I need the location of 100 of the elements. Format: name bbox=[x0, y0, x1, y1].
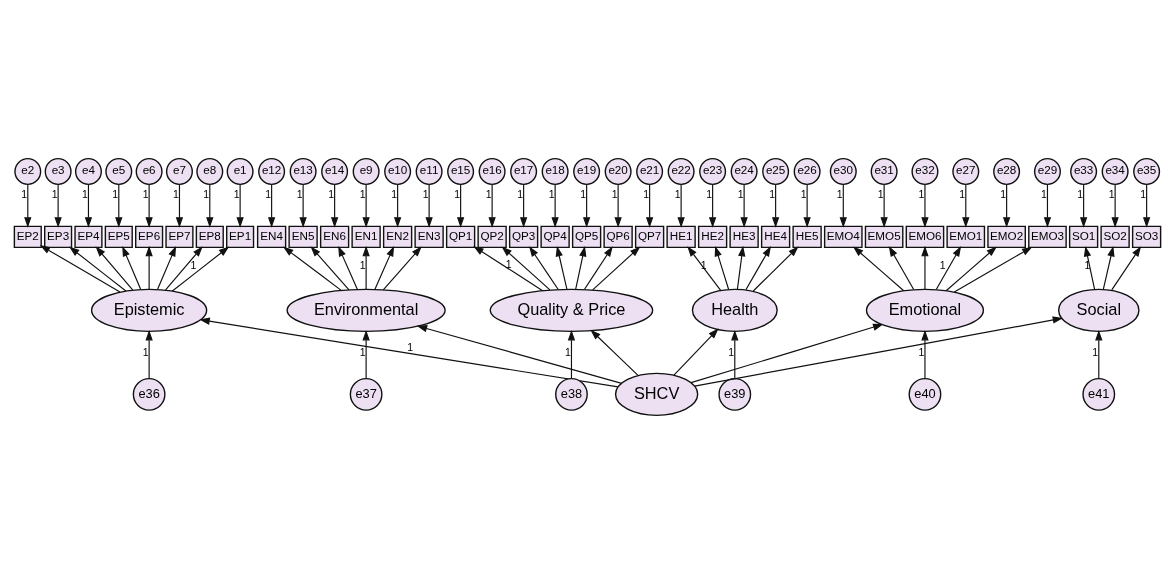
arrow bbox=[199, 317, 619, 388]
arrow bbox=[771, 184, 780, 228]
arrow bbox=[1079, 184, 1088, 228]
edge-label: 1 bbox=[173, 187, 179, 200]
node-circle: e7 bbox=[165, 157, 193, 186]
node-circle: e36 bbox=[132, 377, 166, 411]
arrow bbox=[362, 329, 370, 379]
node-box: EP8 bbox=[195, 225, 224, 249]
edge-label: 1 bbox=[505, 257, 512, 270]
edge-label: 1 bbox=[1041, 187, 1047, 200]
node-box: SO2 bbox=[1100, 225, 1130, 249]
arrow bbox=[590, 329, 639, 376]
edge-label: 1 bbox=[142, 345, 149, 358]
node-box: QP1 bbox=[445, 225, 476, 249]
node-ellipse: Epistemic bbox=[90, 288, 208, 333]
edge-label: 1 bbox=[485, 187, 492, 200]
arrow bbox=[84, 184, 93, 228]
arrow bbox=[330, 184, 339, 228]
node-box: HE4 bbox=[760, 225, 791, 249]
node-box: EN6 bbox=[319, 225, 350, 249]
node-ellipse: Quality & Price bbox=[489, 288, 654, 333]
node-circle: e11 bbox=[415, 157, 443, 186]
edge-label: 1 bbox=[918, 187, 925, 200]
node-box: QP5 bbox=[571, 225, 602, 249]
arrow bbox=[582, 184, 591, 228]
arrow bbox=[1043, 184, 1052, 228]
arrow bbox=[645, 184, 654, 228]
node-box: EN2 bbox=[382, 225, 413, 249]
edge-label: 1 bbox=[565, 345, 571, 358]
node-box: EP2 bbox=[13, 225, 42, 249]
arrow bbox=[708, 184, 717, 228]
arrow bbox=[95, 246, 134, 291]
arrow bbox=[583, 246, 613, 290]
arrow bbox=[282, 246, 342, 291]
edge-label: 1 bbox=[836, 187, 843, 200]
node-circle: e6 bbox=[135, 157, 163, 186]
node-box: EP4 bbox=[74, 225, 103, 249]
arrow bbox=[921, 329, 929, 379]
arrow bbox=[687, 246, 722, 291]
arrow bbox=[338, 246, 358, 290]
edge-label: 1 bbox=[265, 187, 272, 200]
arrow bbox=[362, 245, 370, 290]
arrow bbox=[614, 184, 622, 228]
arrow bbox=[393, 184, 402, 228]
edge-label: 1 bbox=[918, 345, 925, 358]
edge-label: 1 bbox=[296, 187, 303, 200]
node-box: HE3 bbox=[729, 225, 759, 249]
edge-label: 1 bbox=[1108, 187, 1115, 200]
arrow bbox=[115, 184, 123, 228]
edge-label: 1 bbox=[142, 187, 149, 200]
edge-label: 1 bbox=[548, 187, 555, 200]
edge-label: 1 bbox=[407, 340, 414, 353]
arrow bbox=[962, 184, 970, 228]
node-box: HE1 bbox=[666, 225, 696, 249]
node-circle: e23 bbox=[699, 157, 727, 186]
arrow bbox=[1083, 245, 1096, 290]
node-circle: e35 bbox=[1133, 157, 1161, 186]
arrow bbox=[1102, 245, 1115, 290]
arrow bbox=[529, 246, 559, 290]
arrow bbox=[935, 246, 962, 290]
arrow bbox=[752, 246, 799, 292]
arrow bbox=[473, 246, 544, 292]
arrow bbox=[921, 184, 929, 228]
node-circle: e10 bbox=[384, 157, 412, 186]
node-circle: e33 bbox=[1070, 157, 1098, 186]
edge-label: 1 bbox=[359, 187, 366, 200]
arrow bbox=[555, 245, 568, 290]
edge-label: 1 bbox=[877, 187, 884, 200]
node-box: QP2 bbox=[477, 225, 507, 249]
node-circle: e1 bbox=[226, 157, 254, 186]
arrow bbox=[677, 184, 685, 228]
arrow bbox=[39, 245, 121, 293]
edge-label: 1 bbox=[517, 187, 524, 200]
arrow bbox=[731, 329, 739, 379]
edge-label: 1 bbox=[391, 187, 398, 200]
arrow bbox=[1111, 184, 1119, 228]
arrow bbox=[694, 316, 1064, 387]
node-circle: e25 bbox=[762, 157, 790, 186]
node-box: EP7 bbox=[165, 225, 194, 249]
node-circle: e4 bbox=[74, 157, 102, 186]
node-circle: e39 bbox=[718, 377, 752, 411]
edge-label: 1 bbox=[959, 187, 966, 200]
arrow bbox=[145, 329, 153, 379]
edge-label: 1 bbox=[737, 187, 744, 200]
arrow bbox=[690, 323, 884, 384]
arrow bbox=[206, 184, 214, 228]
node-circle: e38 bbox=[555, 377, 588, 411]
arrow bbox=[299, 184, 307, 228]
node-box: EP5 bbox=[104, 225, 133, 249]
node-box: SO1 bbox=[1068, 225, 1099, 249]
edge-label: 1 bbox=[1092, 345, 1099, 358]
node-box: EN3 bbox=[414, 225, 444, 249]
arrow bbox=[592, 246, 641, 291]
arrow bbox=[1142, 184, 1151, 228]
arrow bbox=[171, 246, 230, 292]
arrow bbox=[69, 246, 127, 292]
node-circle: e30 bbox=[829, 157, 857, 186]
edge-label: 1 bbox=[939, 258, 946, 271]
arrow bbox=[236, 184, 244, 228]
node-circle: e16 bbox=[478, 157, 506, 186]
